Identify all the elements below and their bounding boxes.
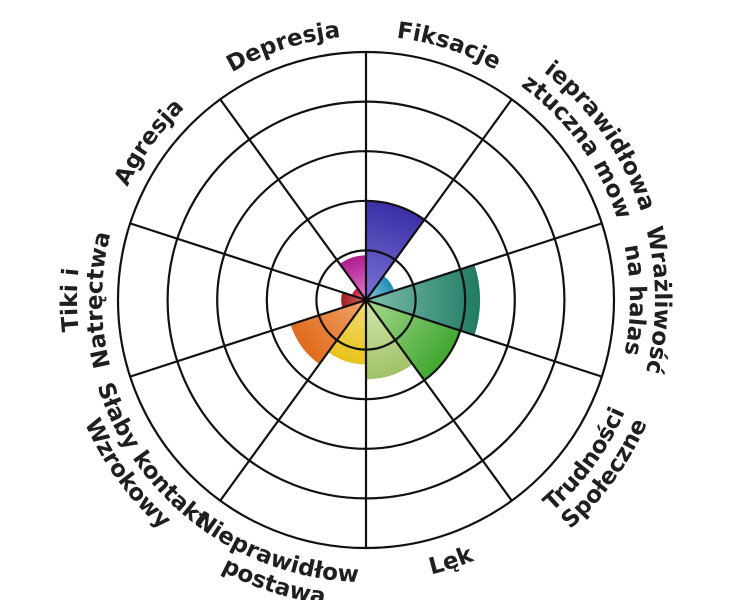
wedge-lek [366,300,413,380]
category-label-line: na halas [619,242,651,357]
grid-spoke-7 [219,299,367,502]
category-label-line: Depresja [222,17,341,77]
grid-spoke-5 [365,299,513,502]
wedge-wrazliwosc-na-halas [366,264,481,336]
category-label-agresja: Agresja [109,94,189,190]
category-label-depresja: Depresja [222,17,341,77]
category-label-line: Tiki i [57,267,85,333]
grid-spoke-9 [129,222,367,302]
labels-layer: FiksacjeNieprawidłowa/Sztuczna mowaWrażl… [0,0,675,600]
category-label-line: Lęk [426,541,477,580]
grid-spoke-10 [219,98,367,301]
wedge-trudnosci-spoleczne [366,300,461,381]
grid-spoke-4 [365,298,603,378]
grid-layer [116,50,616,550]
wedge-tiki-i-natrectwa [341,292,366,308]
category-label-lek: Lęk [426,541,477,580]
category-label-line: Natręctwa [82,229,116,371]
wedge-depresja [339,255,366,300]
grid-spoke-8 [129,298,367,378]
grid-spoke-3 [365,222,603,302]
category-label-line: Agresja [109,94,189,190]
wedge-nieprawidlowa-sztuczna-mowa [366,275,395,300]
wedge-fiksacje [366,200,425,300]
wedges-layer [290,200,481,381]
grid-spoke-2 [365,98,513,301]
